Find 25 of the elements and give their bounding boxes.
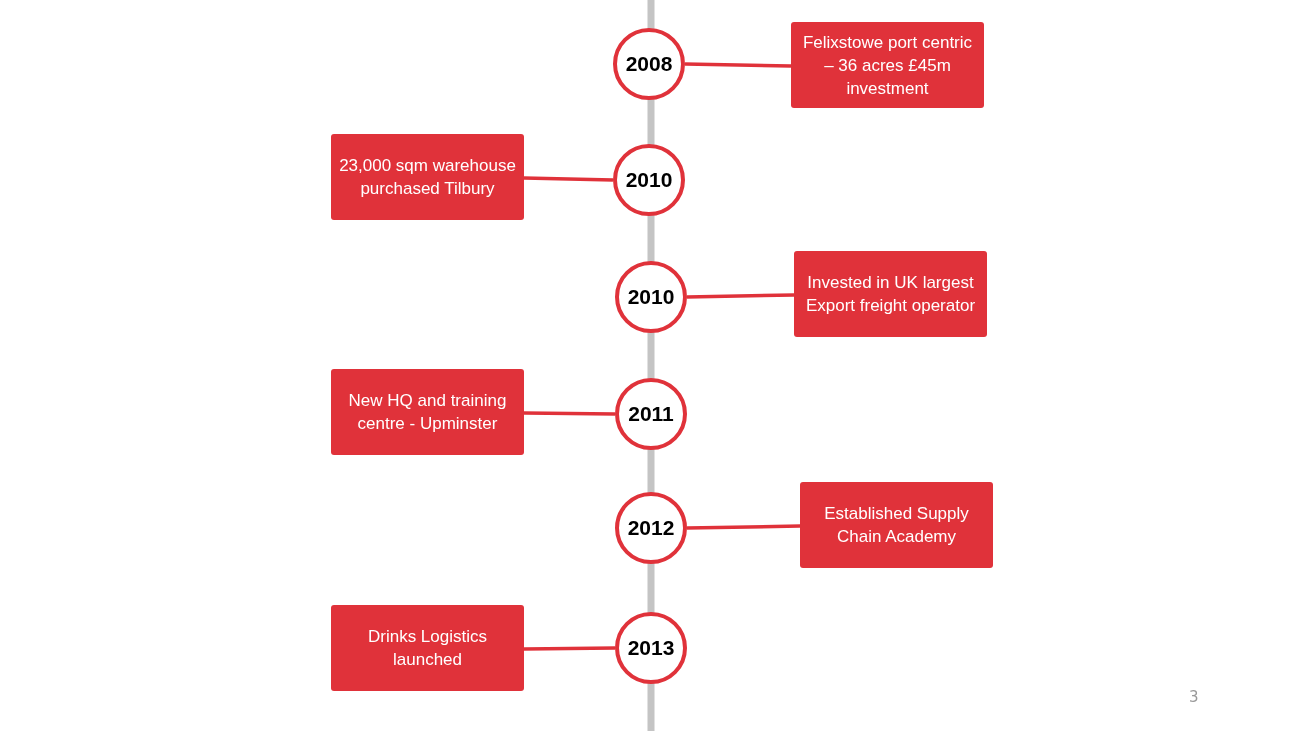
year-label: 2010 — [627, 285, 675, 309]
event-box — [331, 369, 524, 455]
connector-line — [686, 293, 795, 299]
event-box — [794, 251, 987, 337]
event-text: Invested in UK largest Export freight operator — [804, 272, 977, 317]
connector-line — [686, 524, 801, 530]
event-box — [800, 482, 993, 568]
event-text: New HQ and training centre - Upminster — [347, 390, 508, 435]
event-box — [331, 134, 524, 220]
year-label: 2012 — [627, 516, 675, 540]
event-text: Felixstowe port centric – 36 acres £45m investment — [801, 31, 974, 100]
event-text: Drinks Logistics launched — [366, 626, 488, 671]
event-text: 23,000 sqm warehouse purchased Tilbury — [339, 155, 516, 200]
event-box — [791, 22, 984, 108]
year-label: 2013 — [627, 636, 675, 660]
page-number: 3 — [1189, 688, 1199, 706]
event-text: Established Supply Chain Academy — [823, 503, 970, 548]
year-label: 2011 — [628, 402, 674, 426]
year-label: 2008 — [625, 52, 673, 76]
year-label: 2010 — [625, 168, 673, 192]
connector-line — [523, 176, 614, 182]
connector-line — [524, 646, 615, 651]
connector-line — [684, 62, 792, 68]
event-box — [331, 605, 524, 691]
connector-line — [524, 411, 615, 416]
